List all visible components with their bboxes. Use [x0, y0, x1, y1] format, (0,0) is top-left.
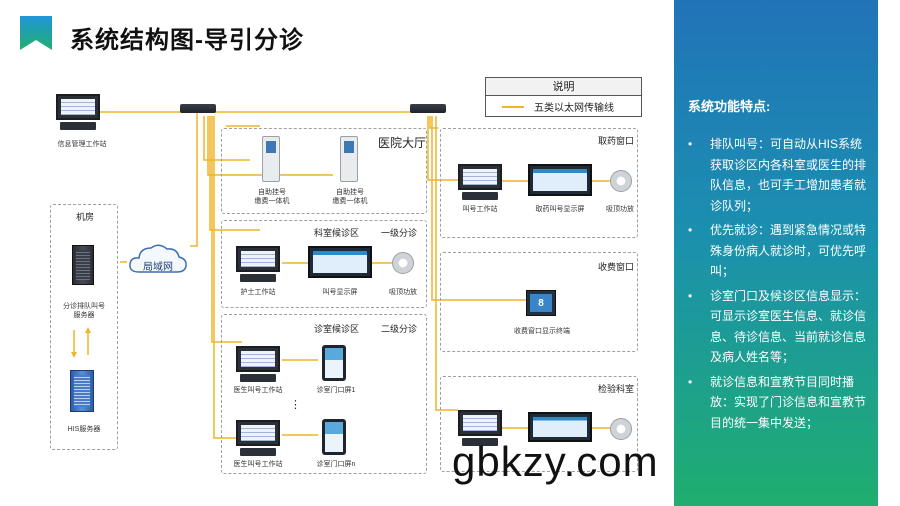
- lan-cloud-icon: [129, 244, 187, 273]
- nurse-station-icon: [236, 246, 280, 282]
- kiosk-2-icon: [340, 136, 358, 182]
- his-server-label: HIS服务器: [67, 426, 101, 433]
- clinic-waiting-label: 诊室候诊区: [314, 324, 360, 334]
- server-room: [50, 204, 118, 450]
- cashier-label: 收费窗口: [598, 262, 635, 272]
- dept-waiting-zone: [221, 220, 427, 308]
- queue-server-label: 分诊排队叫号 服务器: [63, 303, 105, 320]
- feature-item: 优先就诊：遇到紧急情况或特殊身份病人就诊时，可优先呼叫；: [688, 220, 870, 282]
- cashier-terminal-icon: 8: [526, 290, 556, 316]
- doctor-station-n-icon: [236, 420, 280, 456]
- features-panel: 系统功能特点: 排队叫号：可自动从HIS系统获取诊区内各科室或医生的排队信息，也…: [674, 0, 878, 506]
- lab-screen-icon: [528, 412, 592, 442]
- cashier-terminal-number: 8: [538, 298, 544, 309]
- watermark: gbkzy.com: [452, 438, 659, 485]
- network-switch-2: [410, 104, 446, 113]
- lab-speaker-icon: [610, 418, 632, 440]
- pharmacy-speaker-label: 吸顶功放: [606, 206, 634, 213]
- pharmacy-zone: [440, 128, 638, 238]
- feature-item: 诊室门口及候诊区信息显示：可显示诊室医生信息、就诊信息、待诊信息、当前就诊信息及…: [688, 286, 870, 368]
- call-screen-label: 叫号显示屏: [322, 289, 358, 296]
- nurse-station-label: 护士工作站: [240, 289, 276, 296]
- pharmacy-station-icon: [458, 164, 502, 200]
- admin-workstation-icon: [56, 94, 100, 130]
- door-screen-n-icon: [322, 419, 346, 455]
- pharmacy-label: 取药窗口: [598, 136, 635, 146]
- ellipsis: ⋮: [290, 399, 301, 411]
- features-title: 系统功能特点:: [688, 99, 771, 114]
- hospital-lobby-zone: [221, 128, 427, 214]
- clinic-waiting-level: 二级分诊: [381, 324, 418, 334]
- ethernet-line-swatch: [502, 105, 524, 108]
- pharmacy-station-label: 叫号工作站: [462, 206, 498, 213]
- doctor-station-n-label: 医生叫号工作站: [233, 461, 283, 468]
- lab-label: 检验科室: [598, 384, 635, 394]
- doctor-station-1-icon: [236, 346, 280, 382]
- lan-label: 局域网: [143, 262, 173, 273]
- queue-server-icon: [72, 245, 94, 285]
- door-screen-1-label: 诊室门口屏1: [316, 387, 356, 394]
- cashier-zone: [440, 252, 638, 352]
- pharmacy-screen-label: 取药叫号显示屏: [535, 206, 585, 213]
- speaker-icon: [392, 252, 414, 274]
- logo-icon: [20, 16, 52, 50]
- his-server-icon: [70, 370, 94, 412]
- dept-waiting-level: 一级分诊: [381, 228, 418, 238]
- kiosk-1-label: 自助挂号 缴费一体机: [254, 189, 290, 206]
- pharmacy-speaker-icon: [610, 170, 632, 192]
- clinic-waiting-zone: [221, 314, 427, 474]
- server-room-label: 机房: [76, 212, 95, 222]
- network-wiring: [71, 111, 610, 439]
- admin-workstation-label: 信息管理工作站: [57, 141, 107, 148]
- door-screen-1-icon: [322, 345, 346, 381]
- pharmacy-screen-icon: [528, 164, 592, 196]
- legend-item-label: 五类以太网传输线: [534, 103, 614, 114]
- legend-item: 五类以太网传输线: [486, 96, 641, 117]
- hospital-lobby-label: 医院大厅: [378, 136, 427, 150]
- kiosk-1-icon: [262, 136, 280, 182]
- legend: 说明 五类以太网传输线: [485, 77, 642, 117]
- features-list: 排队叫号：可自动从HIS系统获取诊区内各科室或医生的排队信息，也可手工增加患者就…: [688, 134, 870, 437]
- feature-item: 排队叫号：可自动从HIS系统获取诊区内各科室或医生的排队信息，也可手工增加患者就…: [688, 134, 870, 216]
- dept-waiting-label: 科室候诊区: [314, 228, 360, 238]
- lab-station-icon: [458, 410, 502, 446]
- cashier-terminal-label: 收费窗口显示终端: [514, 328, 570, 335]
- legend-heading: 说明: [486, 78, 641, 96]
- feature-item: 就诊信息和宣教节目同时播放：实现了门诊信息和宣教节目的统一集中发送；: [688, 372, 870, 434]
- speaker-label: 吸顶功放: [389, 289, 417, 296]
- network-switch-1: [180, 104, 216, 113]
- doctor-station-1-label: 医生叫号工作站: [233, 387, 283, 394]
- page-title: 系统结构图-导引分诊: [70, 27, 304, 54]
- lab-zone: [440, 376, 638, 472]
- kiosk-2-label: 自助挂号 缴费一体机: [332, 189, 368, 206]
- door-screen-n-label: 诊室门口屏n: [316, 461, 356, 468]
- call-screen-icon: [308, 246, 372, 278]
